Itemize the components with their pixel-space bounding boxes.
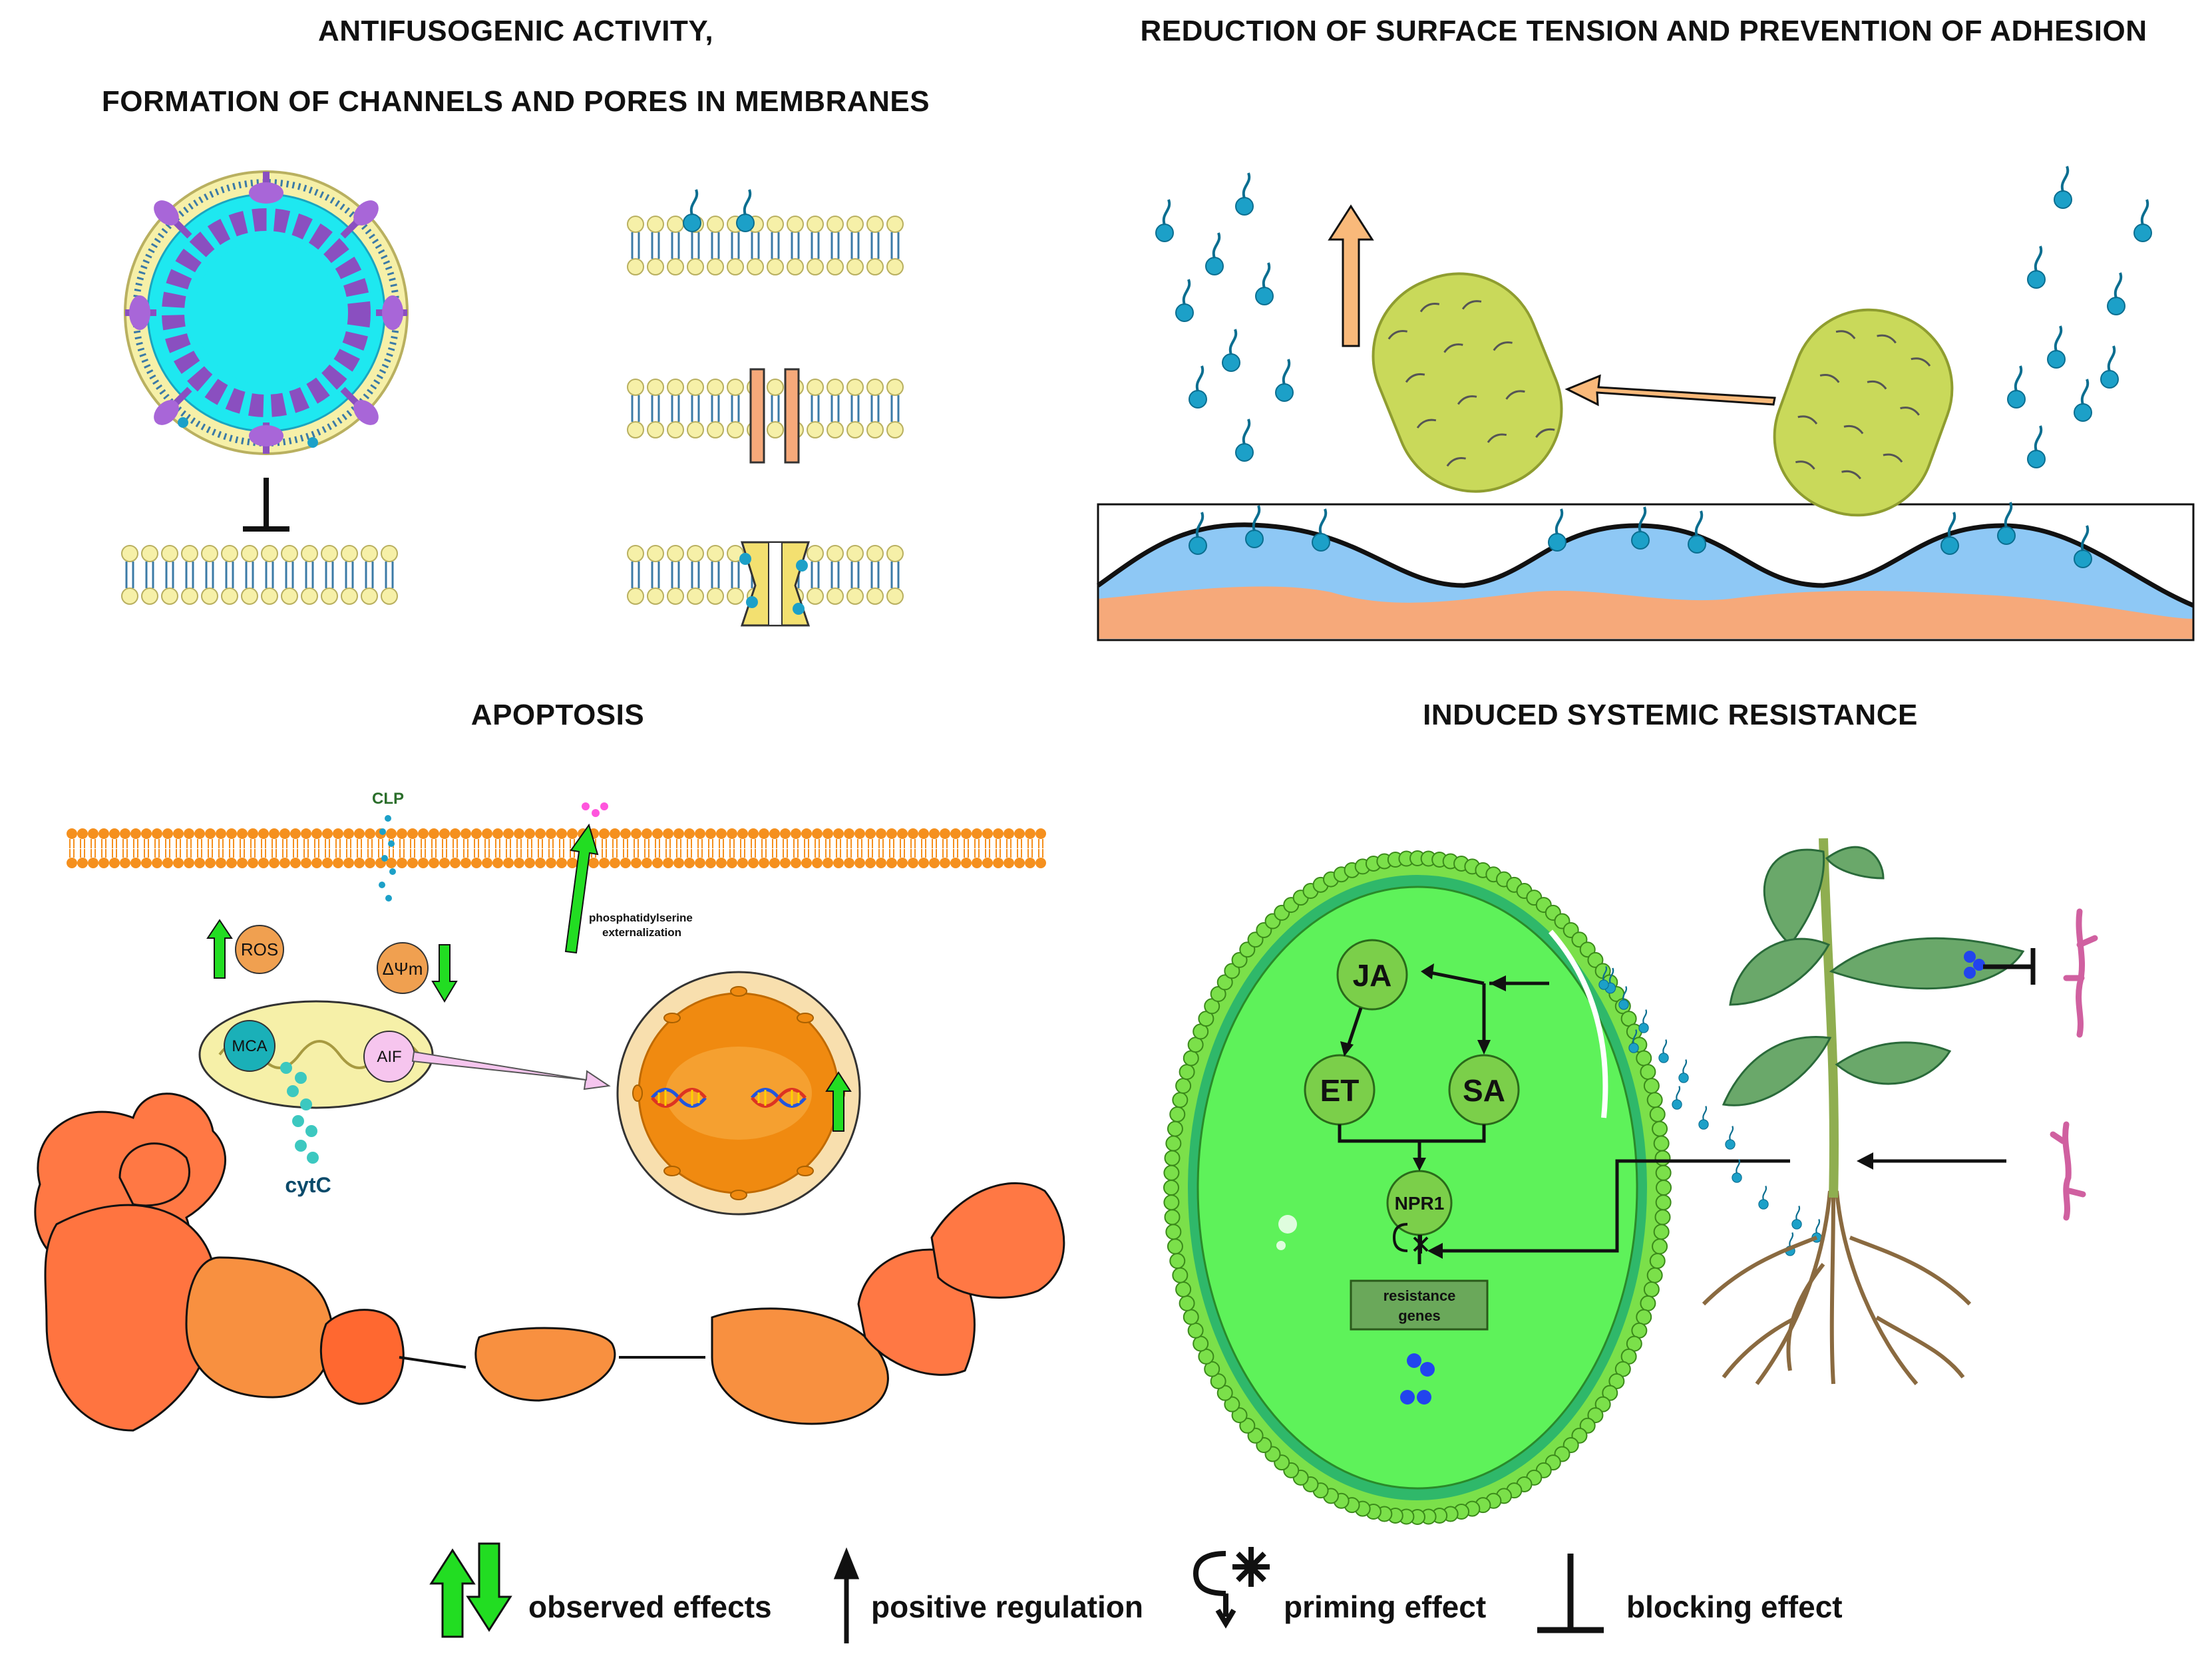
panel-title-isr: INDUCED SYSTEMIC RESISTANCE (1423, 699, 1918, 731)
dpsi-label: ΔΨm (383, 959, 423, 979)
fungus-icon (2063, 908, 2098, 1038)
svg-text:resistance: resistance (1383, 1287, 1456, 1304)
plasma-membrane (66, 828, 1047, 869)
apoptotic-bodies (34, 1092, 1065, 1432)
membrane-pore (739, 541, 811, 627)
legend-priming-icon (1193, 1547, 1270, 1629)
pathway-arrows (1338, 969, 2006, 1264)
membrane-bilayer (122, 546, 397, 604)
legend-blocking-icon (1537, 1554, 1604, 1633)
phosphatidylserine-dots (582, 802, 608, 817)
legend-positive-icon (833, 1547, 860, 1643)
priming-symbol-small (1392, 1223, 1429, 1253)
panel-title-channels-pores: FORMATION OF CHANNELS AND PORES IN MEMBR… (101, 85, 930, 118)
sa-node: SA (1448, 1054, 1520, 1126)
legend-blocking: blocking effect (1610, 1557, 1843, 1657)
cytc-dots (280, 1062, 319, 1164)
pathway-arrowheads (1340, 963, 1873, 1259)
legend-priming-label: priming effect (1284, 1589, 1487, 1624)
et-node: ET (1304, 1054, 1376, 1126)
resistance-genes-box: resistance genes (1350, 1279, 1489, 1331)
green-arrow-ps (564, 823, 599, 954)
plant-icon (1702, 838, 2025, 1385)
membrane-bilayer-channel (628, 379, 903, 438)
svg-text:SA: SA (1463, 1073, 1505, 1108)
clp-molecule (379, 815, 396, 902)
ja-node: JA (1336, 939, 1408, 1011)
legend-positive: positive regulation (855, 1557, 1143, 1657)
svg-text:ET: ET (1320, 1073, 1360, 1108)
npr1-node: NPR1 (1386, 1170, 1453, 1236)
blocking-symbol (243, 478, 289, 532)
fungus-icon (2050, 1121, 2086, 1221)
membrane-bilayer-intact (628, 216, 903, 275)
arrow-detachment-up (1328, 204, 1374, 347)
svg-text:genes: genes (1398, 1307, 1441, 1324)
green-arrow-dna-up (825, 1071, 852, 1132)
bacterium-icon (1773, 308, 1954, 517)
panel-title-apoptosis: APOPTOSIS (470, 699, 645, 731)
ion-channel (749, 368, 800, 464)
legend-positive-label: positive regulation (871, 1589, 1143, 1624)
legend-observed-icon (429, 1542, 512, 1638)
svg-text:JA: JA (1353, 958, 1392, 993)
green-arrow-ros-up (206, 919, 233, 979)
blocking-symbol-leaf (1983, 948, 2036, 985)
cell-membrane-beads (1163, 850, 1672, 1525)
aif-label: AIF (377, 1048, 401, 1066)
ros-label: ROS (241, 939, 278, 959)
arrow-detachment-left (1565, 374, 1776, 407)
arrow-aif-nucleus (411, 1051, 611, 1090)
clp-label: CLP (372, 790, 404, 808)
cytc-label: cytC (285, 1173, 331, 1197)
legend-priming: priming effect (1268, 1557, 1486, 1657)
virus-icon (124, 170, 409, 455)
legend-observed-label: observed effects (528, 1589, 772, 1624)
legend-blocking-label: blocking effect (1626, 1589, 1843, 1624)
panel-title-surface-tension: REDUCTION OF SURFACE TENSION AND PREVENT… (1140, 15, 2147, 47)
blue-dots-cell (1400, 1353, 1435, 1405)
nucleus-icon (616, 971, 861, 1216)
mca-label: MCA (232, 1037, 267, 1055)
legend-observed: observed effects (512, 1557, 772, 1657)
panel-title-antifusogenic: ANTIFUSOGENIC ACTIVITY, (317, 15, 714, 47)
green-arrow-dpsi-down (431, 944, 458, 1003)
surface-substrate (1096, 503, 2195, 641)
blue-dots-leaf (1964, 951, 1985, 979)
bacterium-icon (1372, 272, 1563, 493)
svg-text:NPR1: NPR1 (1395, 1193, 1445, 1214)
